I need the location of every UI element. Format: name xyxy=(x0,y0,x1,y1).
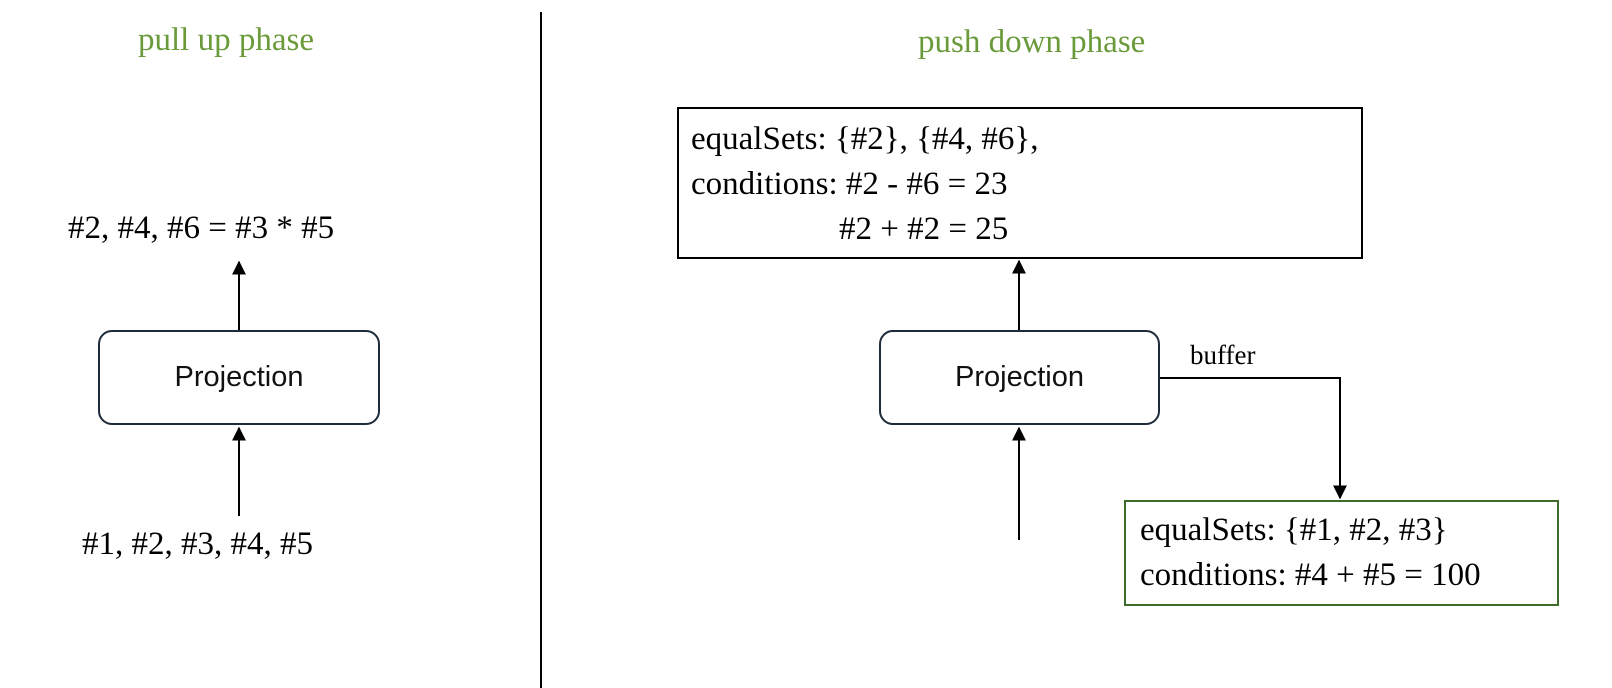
result-conditions-line-2: #2 + #2 = 25 xyxy=(839,211,1009,247)
pull-up-output-expression: #2, #4, #6 = #3 * #5 xyxy=(68,210,335,246)
buffer-equalsets-line: equalSets: {#1, #2, #3} xyxy=(1140,512,1448,548)
buffer-conditions-line: conditions: #4 + #5 = 100 xyxy=(1140,557,1481,593)
result-equalsets-line: equalSets: {#2}, {#4, #6}, xyxy=(691,121,1039,157)
buffer-box: equalSets: {#1, #2, #3} conditions: #4 +… xyxy=(1124,500,1559,606)
pull-up-projection-node: Projection xyxy=(98,330,380,425)
result-conditions-line: conditions: #2 - #6 = 23 xyxy=(691,166,1008,202)
buffer-edge-label: buffer xyxy=(1190,340,1256,370)
projection-label: Projection xyxy=(955,361,1084,393)
buffer-connector xyxy=(1159,377,1347,500)
projection-label: Projection xyxy=(174,361,304,393)
push-down-projection-node: Projection xyxy=(879,330,1160,425)
pull-up-input-expression: #1, #2, #3, #4, #5 xyxy=(82,526,313,562)
phase-divider xyxy=(540,12,542,688)
push-down-result-box: equalSets: {#2}, {#4, #6}, conditions: #… xyxy=(677,107,1363,259)
pull-up-phase-title: pull up phase xyxy=(138,22,314,58)
push-down-phase-title: push down phase xyxy=(918,24,1146,60)
